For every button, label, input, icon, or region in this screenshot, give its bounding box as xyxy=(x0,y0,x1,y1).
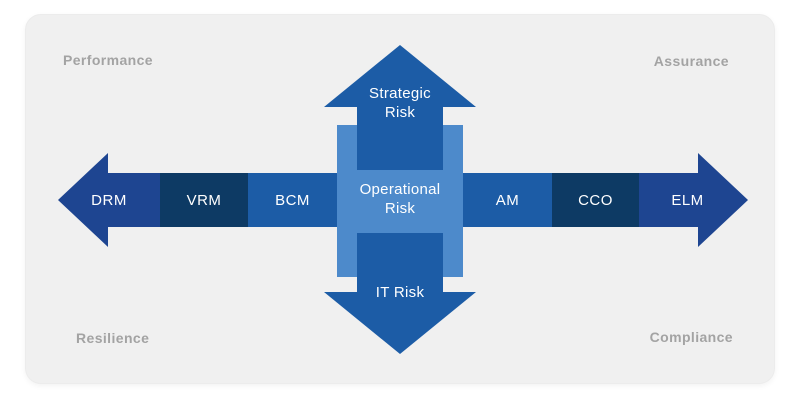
segment-label-vrm: VRM xyxy=(186,191,222,209)
segment-cco xyxy=(552,173,639,227)
quadrant-label-assurance: Assurance xyxy=(653,53,729,69)
right-arrowhead-icon xyxy=(698,153,748,247)
segment-label-elm: ELM xyxy=(671,191,704,209)
segment-drm xyxy=(108,173,160,227)
quadrant-label-performance: Performance xyxy=(63,52,153,68)
segment-elm xyxy=(639,173,698,227)
segment-am xyxy=(463,173,552,227)
operational-risk-label: Operational Risk xyxy=(359,181,441,217)
left-arrowhead-icon xyxy=(58,153,108,247)
it-risk-label: IT Risk xyxy=(375,284,425,301)
vertical-arrow-shaft-top xyxy=(357,107,443,170)
strategic-risk-label: Strategic Risk xyxy=(369,85,431,121)
segment-label-am: AM xyxy=(495,191,520,209)
segment-label-bcm: BCM xyxy=(275,191,310,209)
segment-label-cco: CCO xyxy=(578,191,613,209)
segment-label-drm: DRM xyxy=(91,191,127,209)
down-arrowhead-icon xyxy=(324,292,476,354)
segment-vrm xyxy=(160,173,248,227)
quadrant-label-resilience: Resilience xyxy=(76,330,150,346)
up-arrowhead-icon xyxy=(324,45,476,107)
quadrant-label-compliance: Compliance xyxy=(649,329,733,345)
vertical-arrow-shaft-bottom xyxy=(357,233,443,292)
segment-bcm xyxy=(248,173,337,227)
